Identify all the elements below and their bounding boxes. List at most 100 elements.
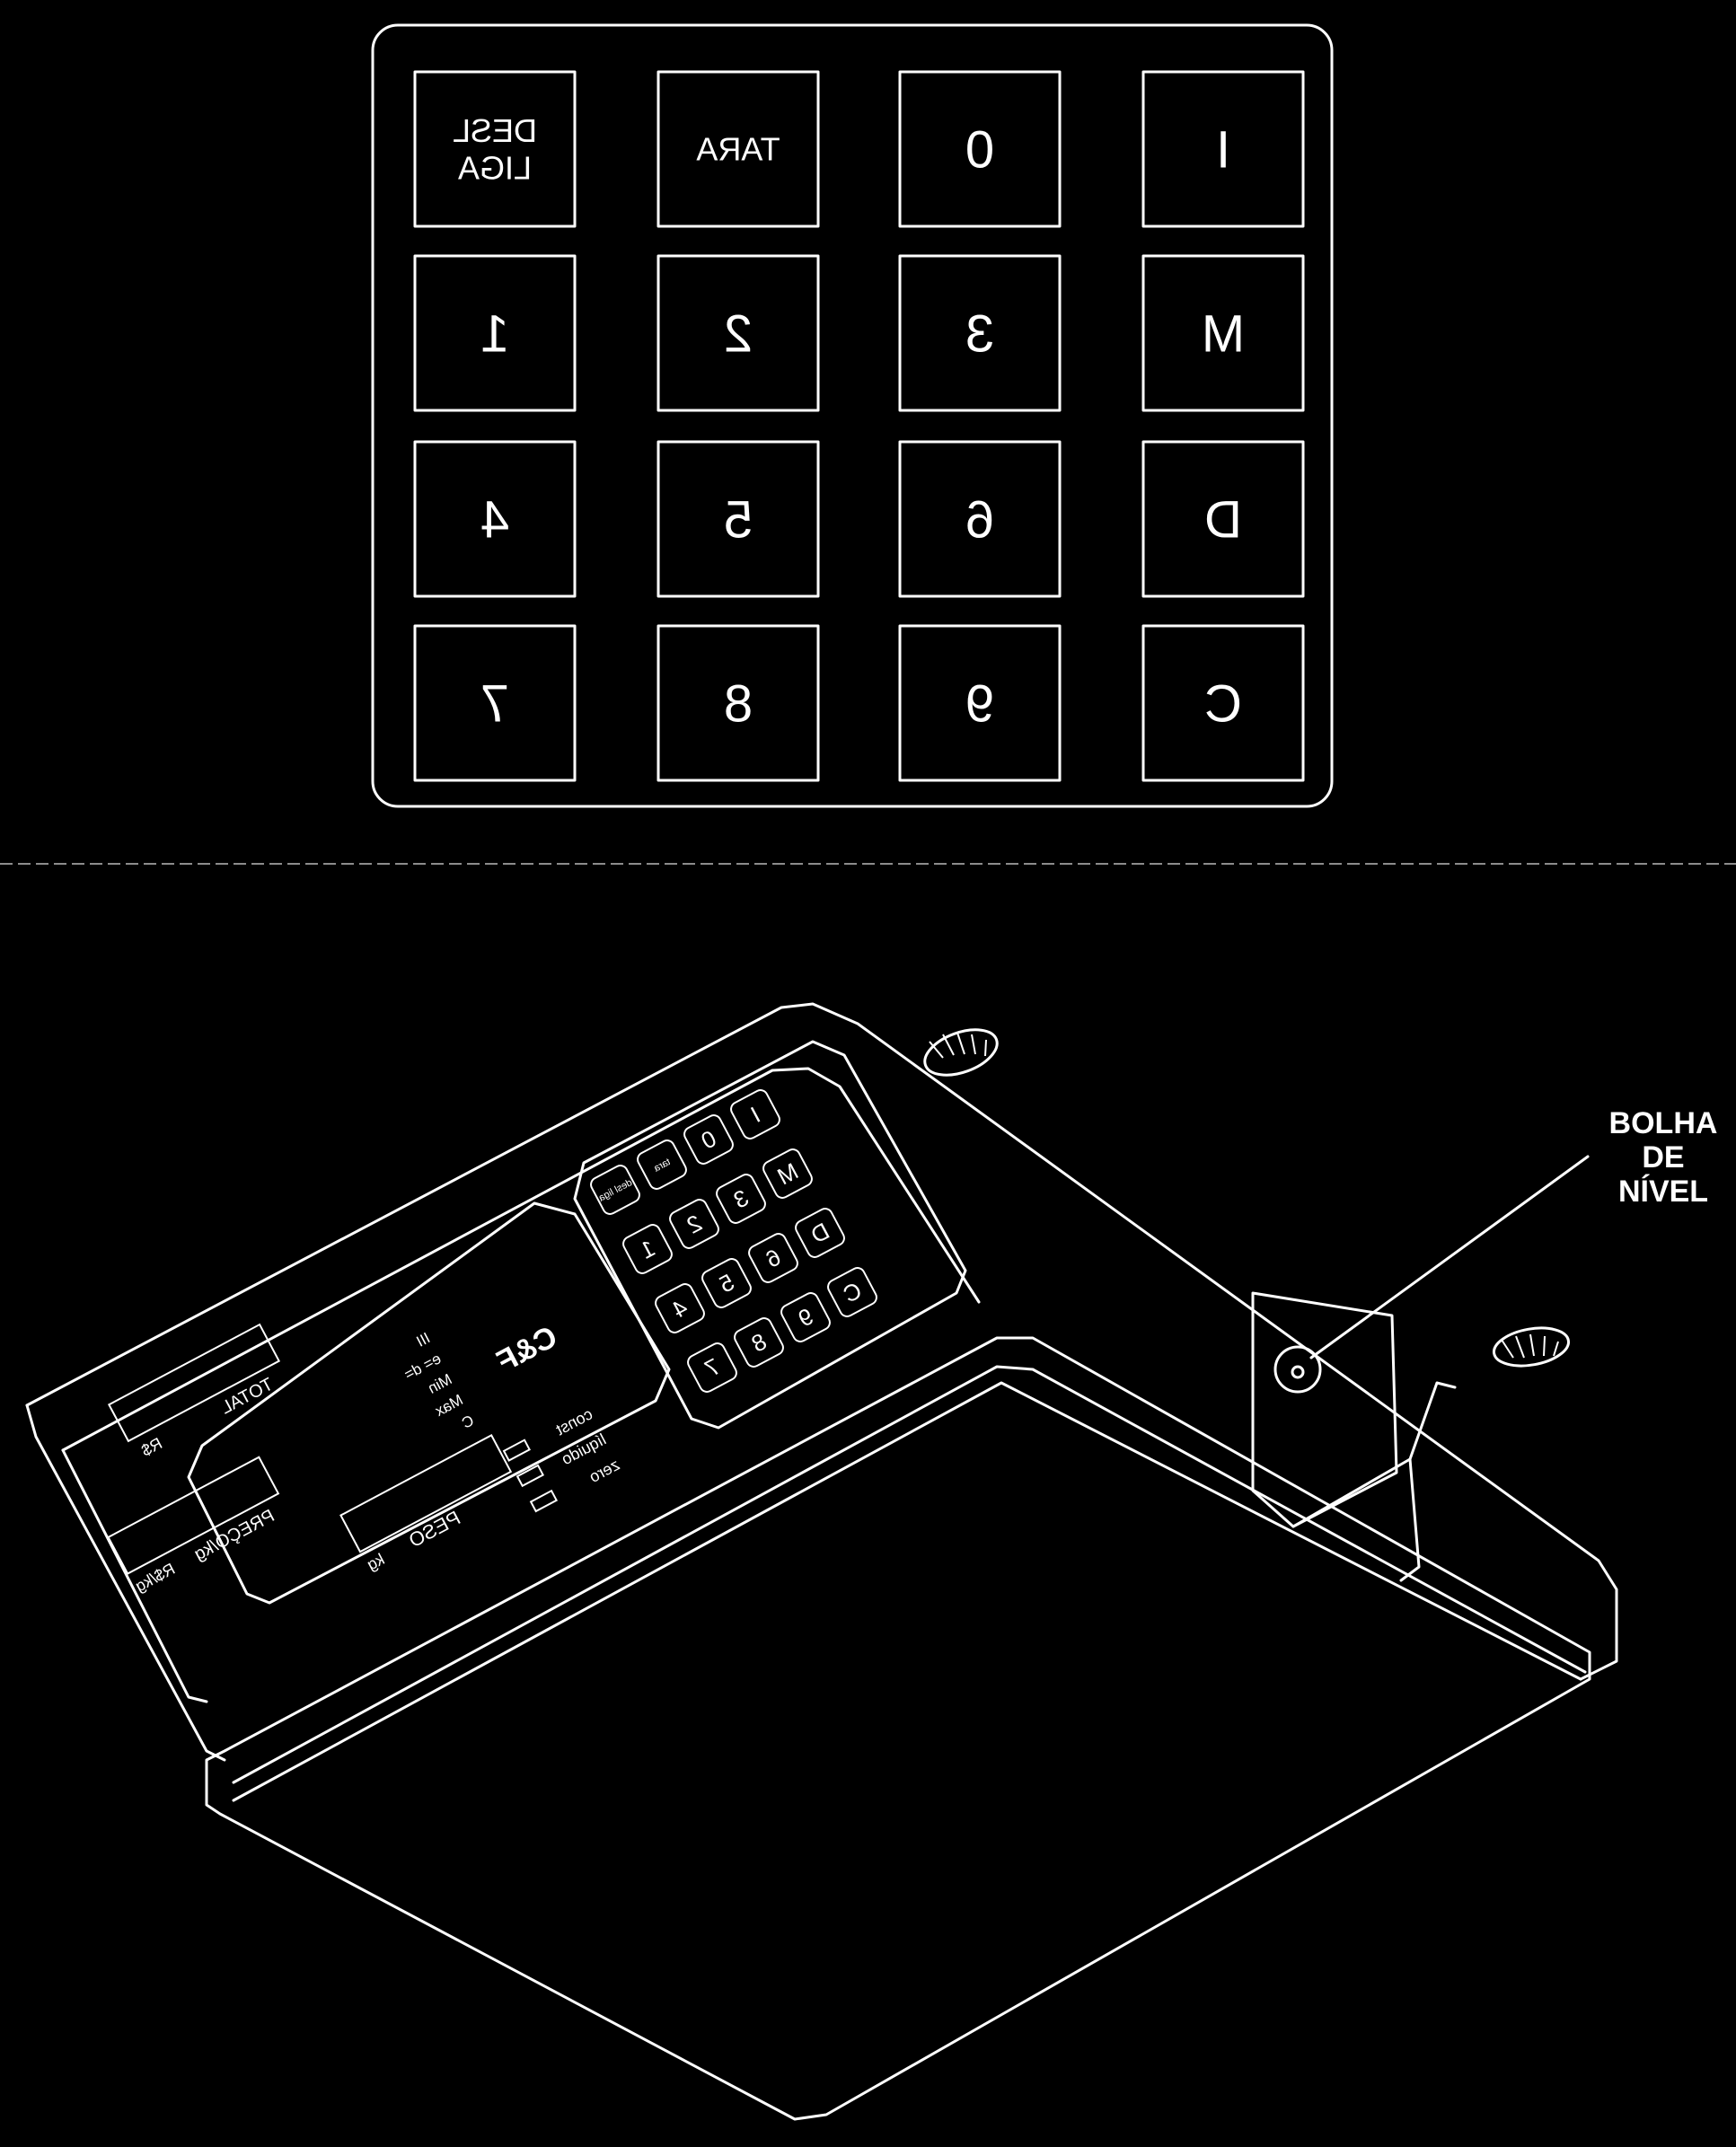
scale-key[interactable]: 5: [700, 1256, 753, 1310]
peso-unit: kg: [364, 1550, 387, 1574]
scale-key[interactable]: M: [761, 1147, 815, 1201]
key-label: 7: [480, 674, 509, 733]
indicator-lamp: [502, 1439, 531, 1462]
keypad-key[interactable]: C: [1141, 624, 1305, 782]
key-outline: [657, 624, 820, 782]
scale-key-label: tara: [651, 1157, 672, 1175]
brand-logo: C&F: [491, 1319, 563, 1378]
key-label: 1: [480, 304, 509, 363]
key-label: TARA: [696, 131, 780, 168]
scale-key[interactable]: C: [825, 1265, 879, 1319]
key-label: DESL: [453, 112, 537, 149]
scale-key[interactable]: desl liga: [588, 1163, 642, 1217]
keypad-key[interactable]: D: [1141, 440, 1305, 598]
keypad-key[interactable]: 0: [898, 70, 1062, 228]
indicator-label: zero: [586, 1456, 622, 1486]
callout-leader: [1309, 1155, 1590, 1359]
key-label: 4: [480, 490, 509, 549]
leveling-foot-side: [1492, 1326, 1571, 1368]
display-panel: [187, 1201, 671, 1605]
key-outline: [898, 254, 1062, 412]
scale-key[interactable]: D: [793, 1206, 847, 1260]
key-outline: [1141, 440, 1305, 598]
weighing-platter: [205, 1336, 1591, 2121]
key-label: 0: [965, 120, 994, 179]
key-outline: [898, 440, 1062, 598]
total-display: [107, 1323, 281, 1443]
scale-key[interactable]: 2: [667, 1197, 721, 1251]
scale-key-outline: [669, 1199, 719, 1249]
key-outline: [657, 70, 820, 228]
scale-key[interactable]: 0: [682, 1113, 736, 1166]
scale-key-label: 5: [715, 1268, 739, 1298]
preco-display: [107, 1456, 280, 1575]
preco-unit: R$/kg: [132, 1560, 178, 1596]
scale-key-outline: [827, 1267, 877, 1317]
key-outline: [413, 254, 577, 412]
indicator-label: const: [553, 1404, 595, 1439]
scale-key[interactable]: 9: [779, 1290, 833, 1344]
keypad-key[interactable]: 6: [898, 440, 1062, 598]
scale-key-label: desl liga: [596, 1177, 634, 1204]
scale-key-label: C: [839, 1276, 867, 1307]
key-label: 3: [965, 304, 994, 363]
scale-key-label: 2: [683, 1209, 707, 1238]
keypad-panel: [573, 1040, 967, 1430]
indicator-lamp: [516, 1464, 545, 1488]
key-outline: [1141, 254, 1305, 412]
keypad-key[interactable]: 5: [657, 440, 820, 598]
keypad-key[interactable]: 8: [657, 624, 820, 782]
keypad-key[interactable]: 4: [413, 440, 577, 598]
key-outline: [657, 440, 820, 598]
scale-key-label: 4: [668, 1293, 692, 1323]
keypad-key[interactable]: M: [1141, 254, 1305, 412]
key-label: LIGA: [458, 149, 532, 186]
keypad-key[interactable]: 1: [413, 254, 577, 412]
key-label: 2: [724, 304, 753, 363]
key-label: I: [1216, 120, 1230, 179]
scale-key[interactable]: I: [728, 1087, 782, 1141]
scale-key[interactable]: 8: [732, 1315, 786, 1369]
key-outline: [413, 70, 577, 228]
key-outline: [413, 440, 577, 598]
keypad-key[interactable]: 2: [657, 254, 820, 412]
preco-label: PREÇO/kg: [191, 1506, 278, 1564]
leveling-foot-back: [923, 1028, 999, 1077]
key-label: 9: [965, 674, 994, 733]
scale-key-outline: [734, 1317, 784, 1368]
scale-key-outline: [780, 1292, 831, 1342]
key-outline: [1141, 624, 1305, 782]
keypad-key[interactable]: 9: [898, 624, 1062, 782]
key-outline: [898, 624, 1062, 782]
scale-key-outline: [716, 1174, 766, 1224]
scale-key-outline: [637, 1139, 687, 1190]
peso-display: [339, 1433, 513, 1553]
scale-key[interactable]: 1: [621, 1222, 674, 1276]
keypad-key[interactable]: 3: [898, 254, 1062, 412]
level-bubble: [1273, 1345, 1322, 1394]
scale-key-outline: [687, 1342, 737, 1393]
keypad-key[interactable]: I: [1141, 70, 1305, 228]
spec-label: Min: [425, 1370, 454, 1397]
key-label: C: [1204, 674, 1242, 733]
scale-key[interactable]: 7: [685, 1341, 739, 1395]
scale-key-outline: [730, 1089, 780, 1139]
key-outline: [898, 70, 1062, 228]
scale-key[interactable]: 4: [653, 1281, 707, 1335]
scale-key[interactable]: 6: [746, 1231, 800, 1285]
scale-key[interactable]: 3: [714, 1172, 768, 1226]
scale-key[interactable]: tara: [635, 1138, 689, 1192]
key-outline: [1141, 70, 1305, 228]
scale-key-outline: [701, 1258, 752, 1308]
keypad-key[interactable]: TARA: [657, 70, 820, 228]
scale-key-label: M: [772, 1157, 802, 1191]
scale-key-label: 8: [747, 1327, 771, 1357]
keypad-key[interactable]: 7: [413, 624, 577, 782]
scale-key-label: 7: [701, 1352, 725, 1382]
scale-key-label: 1: [636, 1234, 660, 1263]
scale-key-outline: [655, 1283, 705, 1333]
